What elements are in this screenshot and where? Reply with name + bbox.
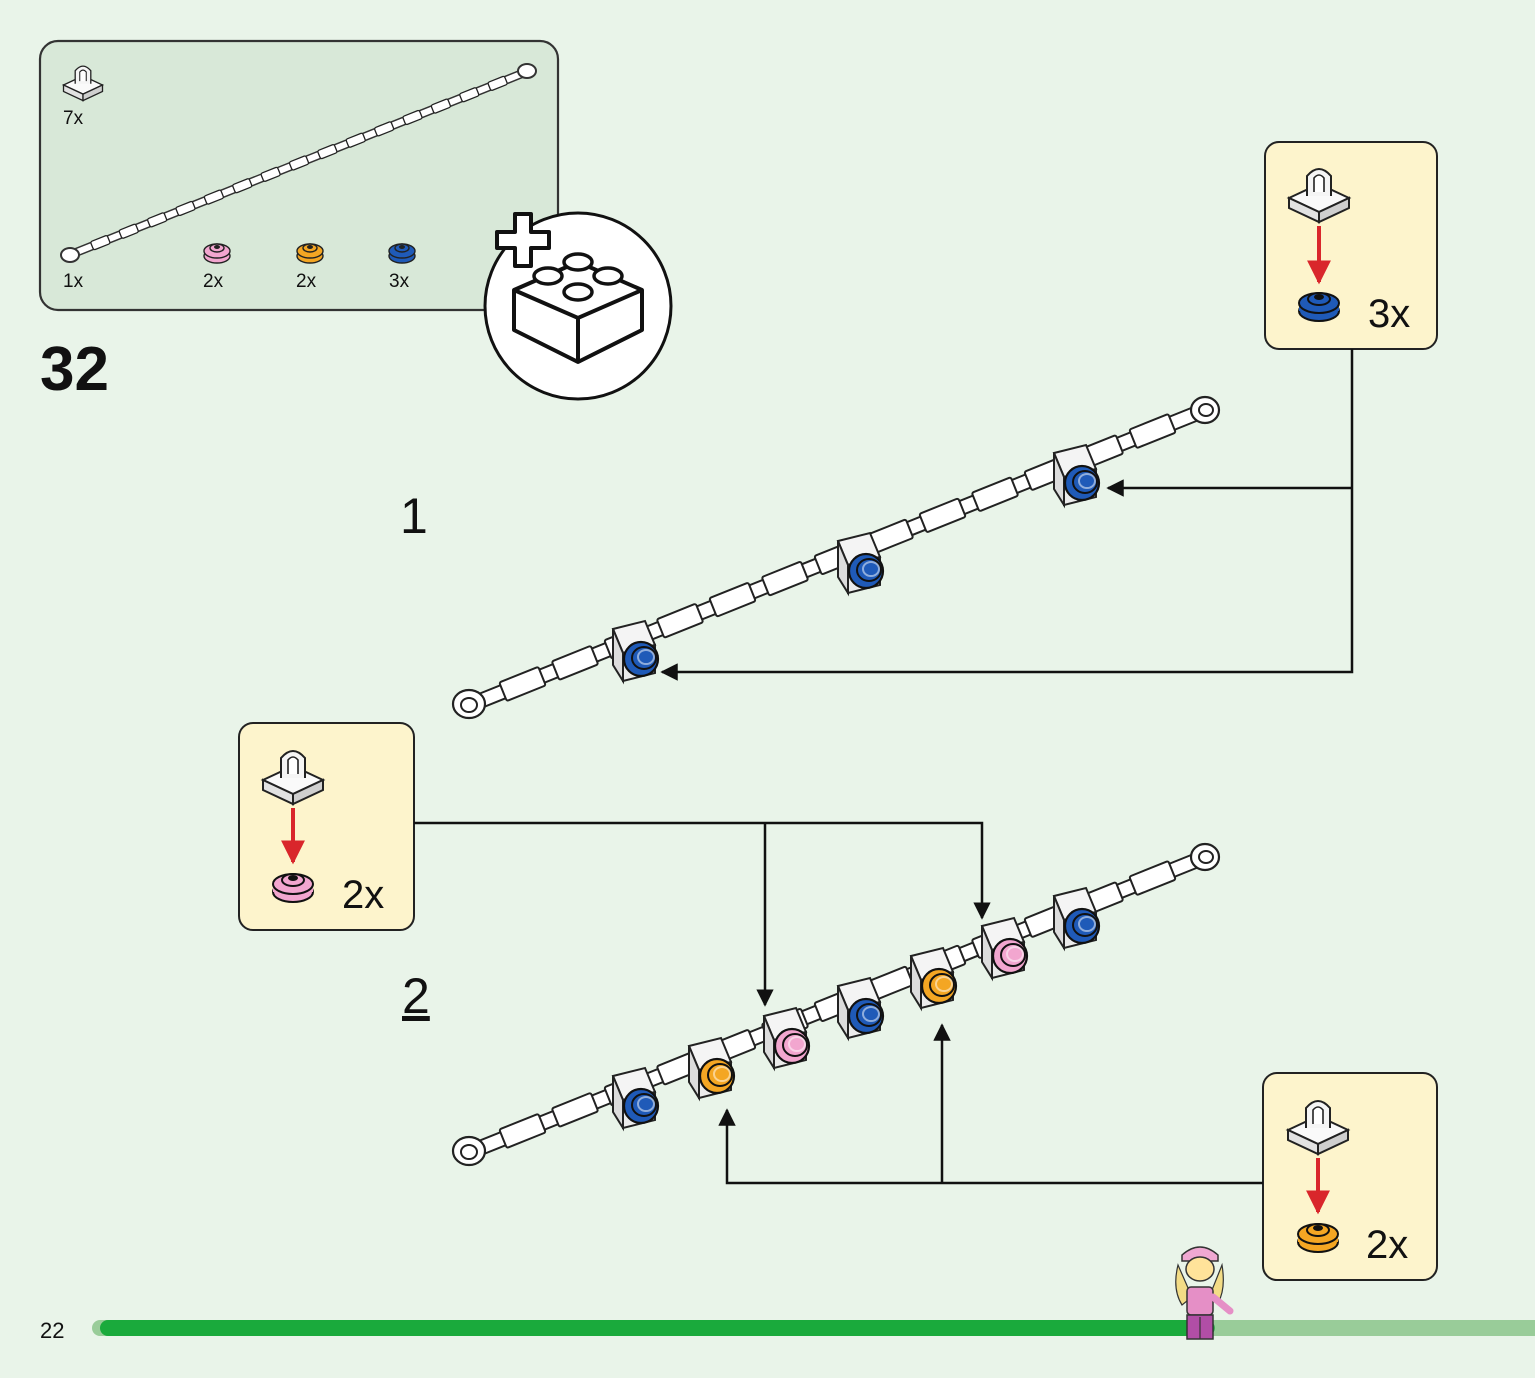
pink-round-plate-icon <box>272 873 314 903</box>
callout-pink-leader <box>414 821 991 1007</box>
callout-pink-qty: 2x <box>342 873 384 917</box>
pink-round-plate-icon <box>203 243 231 264</box>
parts-qty-orange: 2x <box>296 271 317 292</box>
extra-brick-icon <box>483 211 673 401</box>
blue-round-plate-icon <box>388 243 416 264</box>
minifigure-icon <box>1175 1246 1234 1340</box>
parts-qty-blue: 3x <box>389 271 410 292</box>
bar-chain-icon <box>60 63 537 263</box>
assembly-1 <box>451 395 1221 720</box>
assembly-2 <box>451 842 1221 1167</box>
substep-2-callout-pink: 2x <box>238 722 415 931</box>
substep-2-callout-orange: 2x <box>1262 1072 1438 1281</box>
parts-qty-bar: 1x <box>63 271 84 292</box>
callout-orange-leader <box>718 1023 1263 1185</box>
parts-qty-pink: 2x <box>203 271 224 292</box>
orange-round-plate-icon <box>296 243 324 264</box>
parts-list-box: 7x 1x 2x 2x 3x <box>38 39 560 312</box>
substep-2-number: 2 <box>402 968 430 1024</box>
substep-1-callout: 3x <box>1264 141 1438 350</box>
callout-1-qty: 3x <box>1368 292 1410 336</box>
orange-round-plate-icon <box>1297 1223 1339 1253</box>
page-number: 22 <box>40 1318 64 1343</box>
callout-orange-qty: 2x <box>1366 1223 1408 1267</box>
step-number: 32 <box>40 335 109 404</box>
substep-1-number: 1 <box>400 488 428 544</box>
callout-1-leader <box>660 349 1354 681</box>
blue-round-plate-icon <box>1298 292 1340 322</box>
parts-qty-clip: 7x <box>63 108 84 129</box>
